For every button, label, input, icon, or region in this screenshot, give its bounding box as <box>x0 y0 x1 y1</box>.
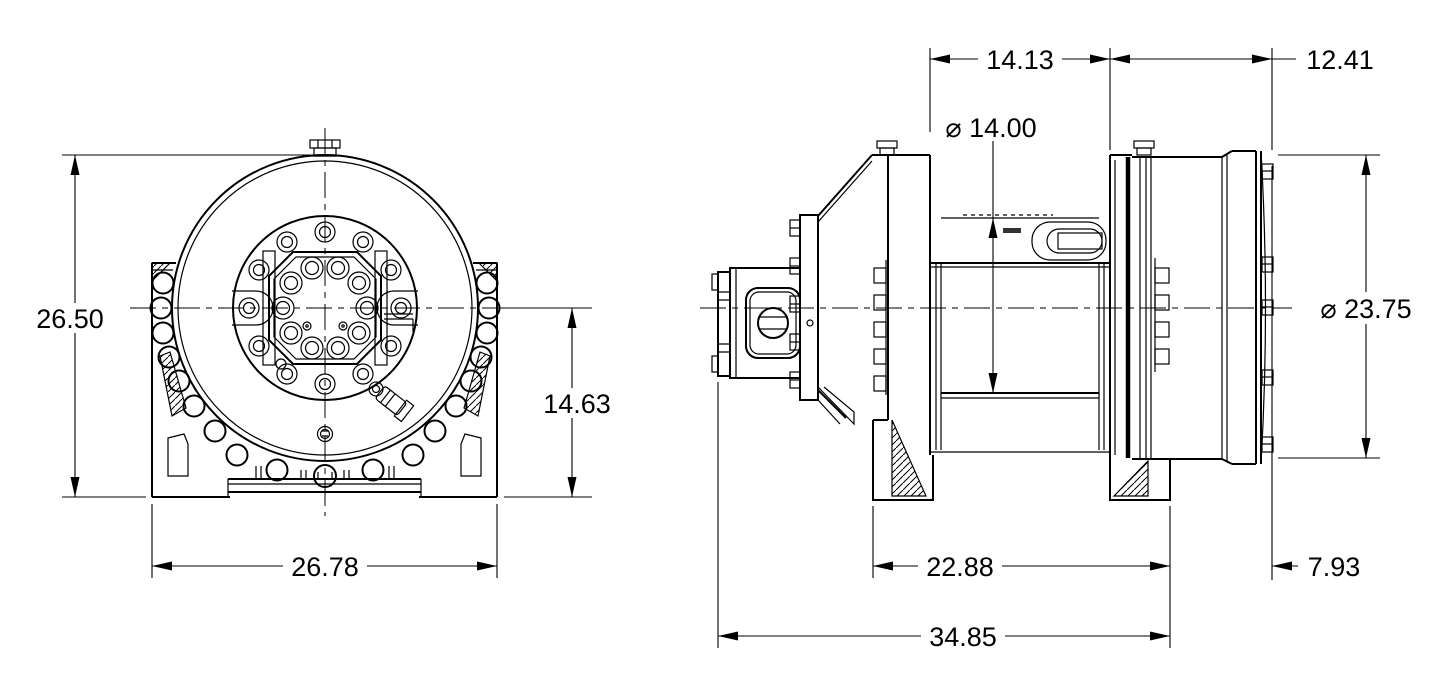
right-pedestal <box>1109 140 1171 501</box>
cable-anchor-pocket <box>1031 221 1107 261</box>
dim-drum-length: 14.13 <box>929 44 1111 150</box>
left-foot-slot <box>167 433 189 477</box>
dim-feet-span-text: 22.88 <box>926 552 994 582</box>
dim-housing-diameter: ⌀ 23.75 <box>1278 154 1422 459</box>
dim-overall-length-text: 34.85 <box>929 622 997 652</box>
center-emblem <box>316 425 334 443</box>
dim-centerline-height-text: 14.63 <box>543 389 611 419</box>
dim-centerline-height: 14.63 <box>504 307 621 498</box>
left-pedestal <box>872 140 934 501</box>
motor-port-circle <box>757 307 789 339</box>
left-foot-gusset <box>891 419 927 497</box>
end-cap-bolts <box>1261 163 1274 453</box>
flange-bolt-holes <box>149 271 501 488</box>
tiny-annotation-mark <box>1003 228 1021 233</box>
dim-housing-diameter-text: ⌀ 23.75 <box>1320 294 1411 324</box>
dim-end-section-length-text: 12.41 <box>1306 45 1374 75</box>
dim-base-width: 26.78 <box>151 504 498 582</box>
top-vent-bolt <box>306 139 344 157</box>
dim-overall-length: 34.85 <box>717 382 1170 652</box>
dim-end-overhang: 7.93 <box>1272 552 1360 582</box>
base-feet <box>152 433 497 498</box>
brake-housing <box>1132 150 1274 465</box>
dim-barrel-diameter-text: ⌀ 14.00 <box>945 113 1036 143</box>
dim-feet-span: 22.88 <box>872 506 1171 648</box>
dim-barrel-diameter: ⌀ 14.00 <box>945 113 1037 393</box>
dim-end-section-length: 12.41 <box>1110 45 1374 580</box>
adapter-housing <box>817 154 873 419</box>
drum-barrel <box>930 214 1110 453</box>
dim-drum-length-text: 14.13 <box>986 45 1054 75</box>
drain-fitting <box>368 381 415 423</box>
dim-overall-height-text: 26.50 <box>36 304 104 334</box>
motor-adapter-circle <box>232 215 418 401</box>
right-foot-slot <box>460 433 482 477</box>
dim-overall-height: 26.50 <box>26 154 310 498</box>
motor-mount-plate <box>789 214 855 426</box>
dim-end-overhang-text: 7.93 <box>1308 552 1361 582</box>
front-view <box>130 128 592 516</box>
mount-bracket-foot <box>817 386 855 426</box>
dimensions: 26.50 26.78 14.63 14.13 <box>26 44 1422 652</box>
left-tie-rod-bolt <box>876 140 898 149</box>
drum-flange-inner-circle <box>177 160 473 456</box>
motor-mount-flange <box>262 250 414 366</box>
adapter-bolt-ring <box>232 221 418 395</box>
dim-base-width-text: 26.78 <box>291 552 359 582</box>
hydraulic-motor <box>711 267 814 379</box>
right-foot-gusset <box>1112 459 1149 497</box>
side-view <box>700 140 1292 501</box>
right-tie-rod-bolt <box>1133 140 1155 149</box>
